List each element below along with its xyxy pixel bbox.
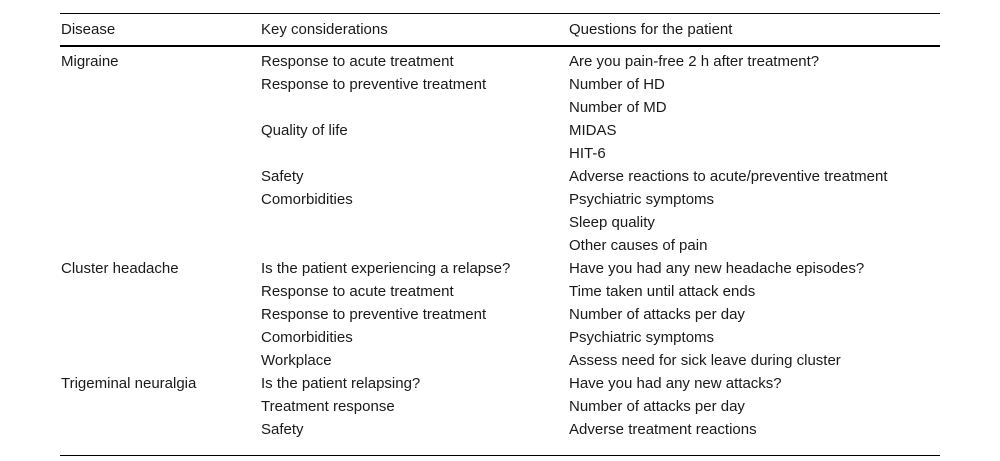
cell-key-consideration: Workplace — [261, 352, 332, 369]
cell-patient-question: Have you had any new attacks? — [569, 375, 782, 392]
column-header-key-considerations: Key considerations — [261, 21, 388, 38]
bottom-rule — [60, 441, 940, 456]
cell-disease — [60, 165, 260, 188]
cell-disease — [60, 234, 260, 257]
cell-disease — [60, 349, 260, 372]
cell-disease — [60, 326, 260, 349]
top-rule-line — [60, 0, 940, 14]
cell-patient-question: Psychiatric symptoms — [569, 191, 715, 208]
table-row: Response to preventive treatment Number … — [60, 73, 940, 96]
table-row: Safety Adverse reactions to acute/preven… — [60, 165, 940, 188]
cell-disease — [60, 73, 260, 96]
table-row: Comorbidities Psychiatric symptoms — [60, 326, 940, 349]
column-header-row: Disease Key considerations Questions for… — [60, 14, 940, 46]
table-footer — [60, 441, 940, 456]
cell-disease — [60, 96, 260, 119]
cell-disease: Trigeminal neuralgia — [61, 375, 197, 392]
cell-disease: Cluster headache — [61, 260, 179, 277]
table-row: Migraine Response to acute treatment Are… — [60, 50, 940, 73]
cell-disease — [60, 395, 260, 418]
table-row: Cluster headache Is the patient experien… — [60, 257, 940, 280]
cell-patient-question: Adverse treatment reactions — [569, 421, 757, 438]
cell-patient-question: Number of attacks per day — [569, 306, 745, 323]
cell-patient-question: Are you pain-free 2 h after treatment? — [569, 53, 820, 70]
cell-patient-question: Psychiatric symptoms — [569, 329, 715, 346]
table-row: Number of MD — [60, 96, 940, 119]
cell-patient-question: MIDAS — [569, 122, 617, 139]
cell-disease — [60, 418, 260, 441]
table-row: HIT-6 — [60, 142, 940, 165]
cell-key-consideration — [260, 211, 568, 234]
cell-patient-question: Have you had any new headache episodes? — [569, 260, 865, 277]
cell-key-consideration: Response to acute treatment — [261, 53, 454, 70]
table-container: Disease Key considerations Questions for… — [60, 0, 940, 456]
table-row: Comorbidities Psychiatric symptoms — [60, 188, 940, 211]
cell-key-consideration — [260, 96, 568, 119]
cell-disease — [60, 188, 260, 211]
cell-key-consideration: Response to acute treatment — [261, 283, 454, 300]
cell-disease — [60, 211, 260, 234]
cell-patient-question: Other causes of pain — [569, 237, 708, 254]
table-row: Sleep quality — [60, 211, 940, 234]
cell-key-consideration — [260, 142, 568, 165]
bottom-rule-line — [60, 441, 940, 456]
cell-key-consideration — [260, 234, 568, 257]
cell-disease: Migraine — [61, 53, 119, 70]
cell-key-consideration: Safety — [261, 421, 304, 438]
table-body: Migraine Response to acute treatment Are… — [60, 46, 940, 441]
cell-key-consideration: Comorbidities — [261, 191, 353, 208]
cell-key-consideration: Quality of life — [261, 122, 348, 139]
cell-key-consideration: Is the patient relapsing? — [261, 375, 421, 392]
cell-disease — [60, 119, 260, 142]
table-row: Response to preventive treatment Number … — [60, 303, 940, 326]
table-row: Safety Adverse treatment reactions — [60, 418, 940, 441]
table-row: Quality of life MIDAS — [60, 119, 940, 142]
table-row: Workplace Assess need for sick leave dur… — [60, 349, 940, 372]
cell-disease — [60, 280, 260, 303]
cell-key-consideration: Response to preventive treatment — [261, 306, 487, 323]
table-header: Disease Key considerations Questions for… — [60, 0, 940, 47]
cell-disease — [60, 142, 260, 165]
cell-patient-question: Number of HD — [569, 76, 665, 93]
cell-key-consideration: Treatment response — [261, 398, 395, 415]
cell-patient-question: Number of attacks per day — [569, 398, 745, 415]
cell-key-consideration: Comorbidities — [261, 329, 353, 346]
cell-key-consideration: Safety — [261, 168, 304, 185]
cell-key-consideration: Response to preventive treatment — [261, 76, 487, 93]
top-rule — [60, 0, 940, 14]
cell-patient-question: HIT-6 — [569, 145, 606, 162]
table-row: Response to acute treatment Time taken u… — [60, 280, 940, 303]
column-header-questions-for-the-patient: Questions for the patient — [569, 21, 733, 38]
cell-patient-question: Sleep quality — [569, 214, 655, 231]
cell-patient-question: Number of MD — [569, 99, 667, 116]
cell-key-consideration: Is the patient experiencing a relapse? — [261, 260, 511, 277]
column-header-disease: Disease — [61, 21, 116, 38]
cell-disease — [60, 303, 260, 326]
table-row: Other causes of pain — [60, 234, 940, 257]
table-row: Treatment response Number of attacks per… — [60, 395, 940, 418]
table-row: Trigeminal neuralgia Is the patient rela… — [60, 372, 940, 395]
clinical-considerations-table: Disease Key considerations Questions for… — [60, 0, 940, 456]
cell-patient-question: Adverse reactions to acute/preventive tr… — [569, 168, 888, 185]
cell-patient-question: Time taken until attack ends — [569, 283, 756, 300]
cell-patient-question: Assess need for sick leave during cluste… — [569, 352, 841, 369]
